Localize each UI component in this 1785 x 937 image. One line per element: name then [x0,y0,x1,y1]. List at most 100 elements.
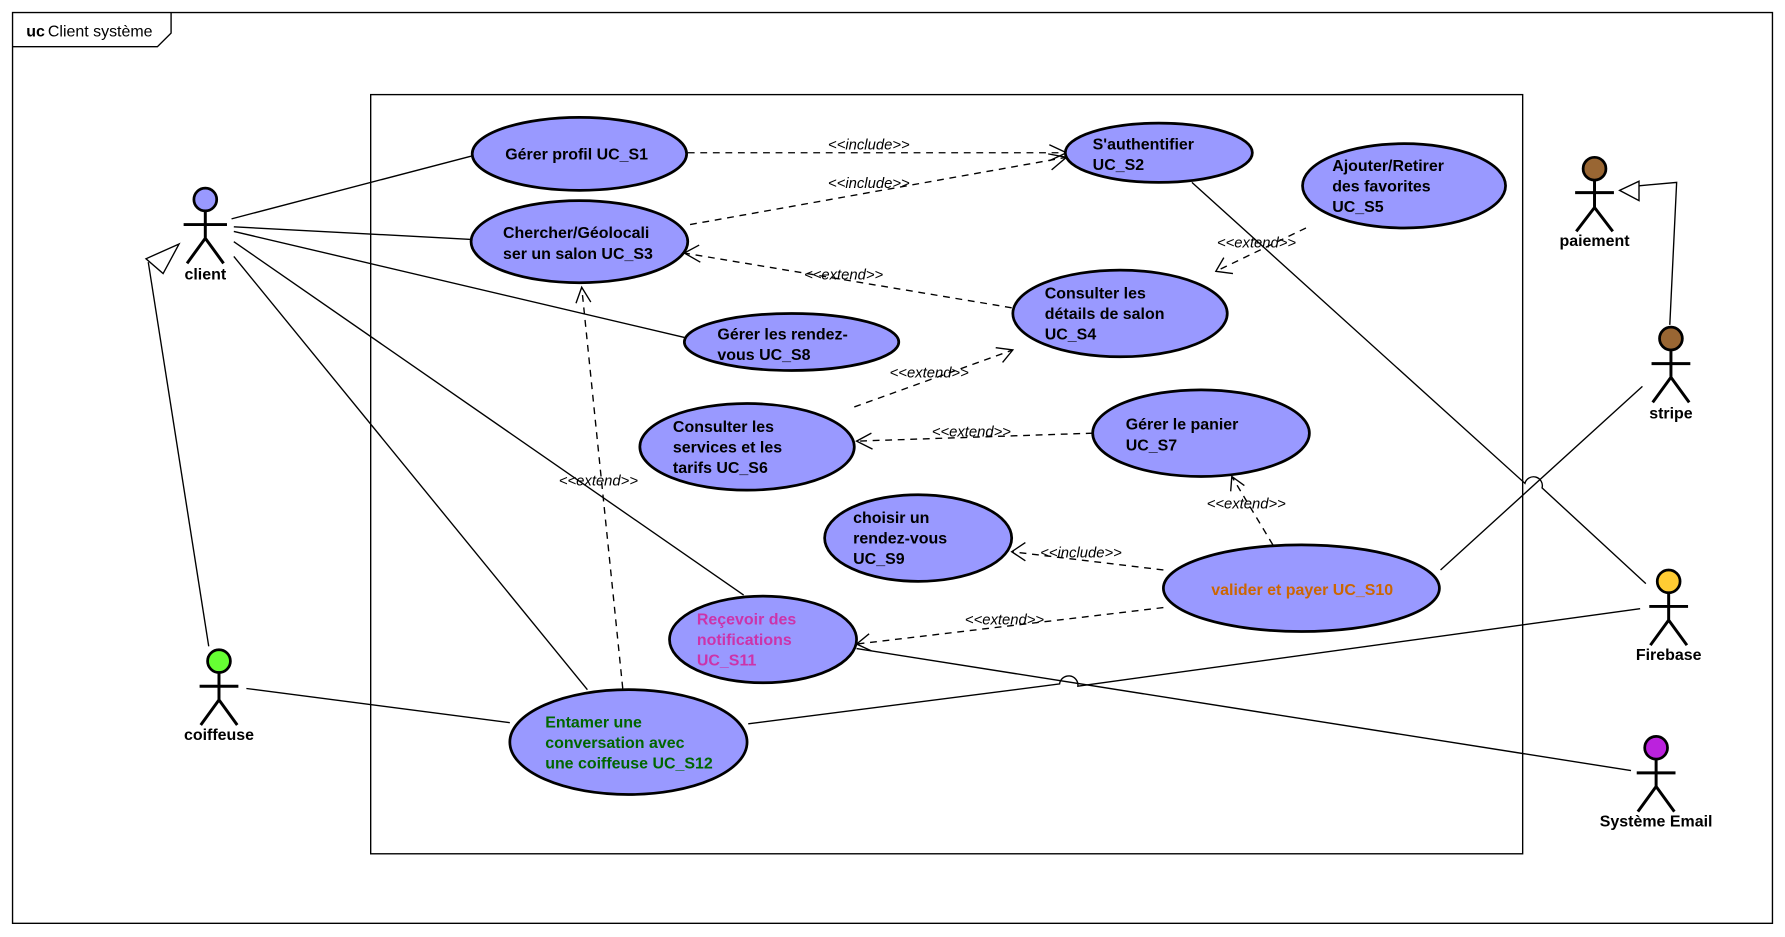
svg-text:valider et payer UC_S10: valider et payer UC_S10 [1211,582,1393,599]
uc-s9-line: rendez-vous [853,531,947,548]
dep-s5-s4[interactable] [1215,227,1307,272]
frame-title: Client système [48,23,153,40]
actor-body-icon [1575,180,1614,233]
actor-head-icon [1581,155,1608,182]
actor-body-icon [1651,349,1691,404]
actor-head-icon [1643,735,1669,761]
arrow-s6-s4 [995,346,1015,363]
uc-s5-line: des favorites [1332,179,1431,196]
assoc-coiffeuse-s12[interactable] [246,687,510,724]
label-extend-s7-s6: <<extend>> [932,425,1011,441]
dep-s10-s9[interactable] [1011,551,1164,571]
assoc-client-s3[interactable] [233,226,472,241]
uc-s11-line: Reçevoir des [697,612,796,629]
system-boundary [370,93,1524,855]
gen-stripe-paiement[interactable] [1638,181,1678,325]
assoc-client-s12[interactable] [233,256,588,691]
use-case-s3[interactable]: Chercher/Géolocali ser un salon UC_S3 [469,199,690,285]
uc-s3-line: ser un salon UC_S3 [503,246,653,263]
uc-s4-line: UC_S4 [1045,327,1097,344]
dep-s10-s7[interactable] [1231,476,1274,546]
assoc-client-s1[interactable] [231,155,472,220]
frame-keyword: uc [26,23,45,40]
actor-label: coiffeuse [184,727,254,744]
uc-s5-line: UC_S5 [1332,199,1384,216]
frame-tab [12,12,172,48]
uc-s9-line: choisir un [853,510,929,527]
actor-body-icon [183,210,227,265]
actor-body-icon [1636,759,1676,813]
actor-paiement[interactable]: paiement [1559,155,1630,250]
dep-s12-s3[interactable] [581,287,624,689]
label-include-s1-s2: <<include>> [828,137,910,153]
arrow-s7-s6 [855,432,873,450]
dep-s10-s11[interactable] [856,606,1164,645]
assoc-client-s8[interactable] [233,230,685,339]
uc-s3-line: Chercher/Géolocali [503,225,649,242]
diagram-frame: uc Client système [11,11,1774,925]
actor-head-icon [1658,325,1684,352]
assoc-s2-firebase[interactable] [1191,181,1647,585]
use-case-s1[interactable]: Gérer profil UC_S1 [470,116,688,192]
assoc-client-s11[interactable] [233,241,745,596]
dep-s7-s6[interactable] [856,432,1093,442]
actor-body-icon [1649,592,1689,647]
actor-coiffeuse[interactable]: coiffeuse [184,648,254,744]
uc-s12-line: conversation avec [545,735,684,752]
use-case-s10[interactable]: valider et payer UC_S10 [1162,543,1441,633]
uc-s1-line: Gérer profil UC_S1 [505,147,648,164]
actor-systeme-email[interactable]: Système Email [1600,735,1713,830]
actor-head-icon [192,186,219,213]
dep-s6-s4[interactable] [854,349,1014,408]
actor-body-icon [199,672,239,726]
label-extend-s5-s4: <<extend>> [1217,235,1296,251]
uc-s11-line: UC_S11 [697,653,757,670]
uc-s9-line: UC_S9 [853,551,905,568]
dep-s4-s3[interactable] [684,252,1012,309]
actor-label: Système Email [1600,813,1713,830]
actor-stripe[interactable]: stripe [1649,325,1693,422]
uc-s5-line: Ajouter/Retirer [1332,158,1444,175]
uc-s7-line: Gérer le panier [1126,417,1239,434]
gen-coiffeuse-client[interactable] [147,262,210,647]
gen-arrowhead-paiement [1618,180,1640,202]
uc-s6-line: services et les [673,440,782,457]
svg-text:Gérer les rendez-vous UC_S8: Gérer les rendez-vous UC_S8 [717,327,847,365]
actor-label: Firebase [1636,647,1702,664]
dependencies: <<include>> <<include>> <<extend>> <<ext… [559,137,1307,689]
use-case-s8[interactable]: Gérer les rendez-vous UC_S8 [682,312,901,372]
arrow-s10-s7 [1229,475,1245,492]
uc-s11-line: notifications [697,632,792,649]
label-include-s3-s2: <<include>> [828,176,910,192]
actor-head-icon [206,648,232,674]
uc-s6-line: tarifs UC_S6 [673,460,768,477]
uc-s4-line: Consulter les [1045,286,1146,303]
label-extend-s6-s4: <<extend>> [890,365,969,381]
uc-s2-line: UC_S2 [1093,157,1145,174]
dep-s3-s2[interactable] [689,156,1067,226]
assoc-s11-email[interactable] [856,647,1632,772]
label-extend-s12-s3: <<extend>> [559,474,638,490]
actor-label: paiement [1559,233,1630,250]
label-extend-s10-s11: <<extend>> [965,613,1044,629]
actor-client[interactable]: client [183,186,227,283]
assoc-s10-stripe[interactable] [1440,385,1643,571]
actor-firebase[interactable]: Firebase [1636,568,1702,664]
assoc-s12-firebase[interactable] [748,608,1641,725]
generalizations [144,180,1678,647]
